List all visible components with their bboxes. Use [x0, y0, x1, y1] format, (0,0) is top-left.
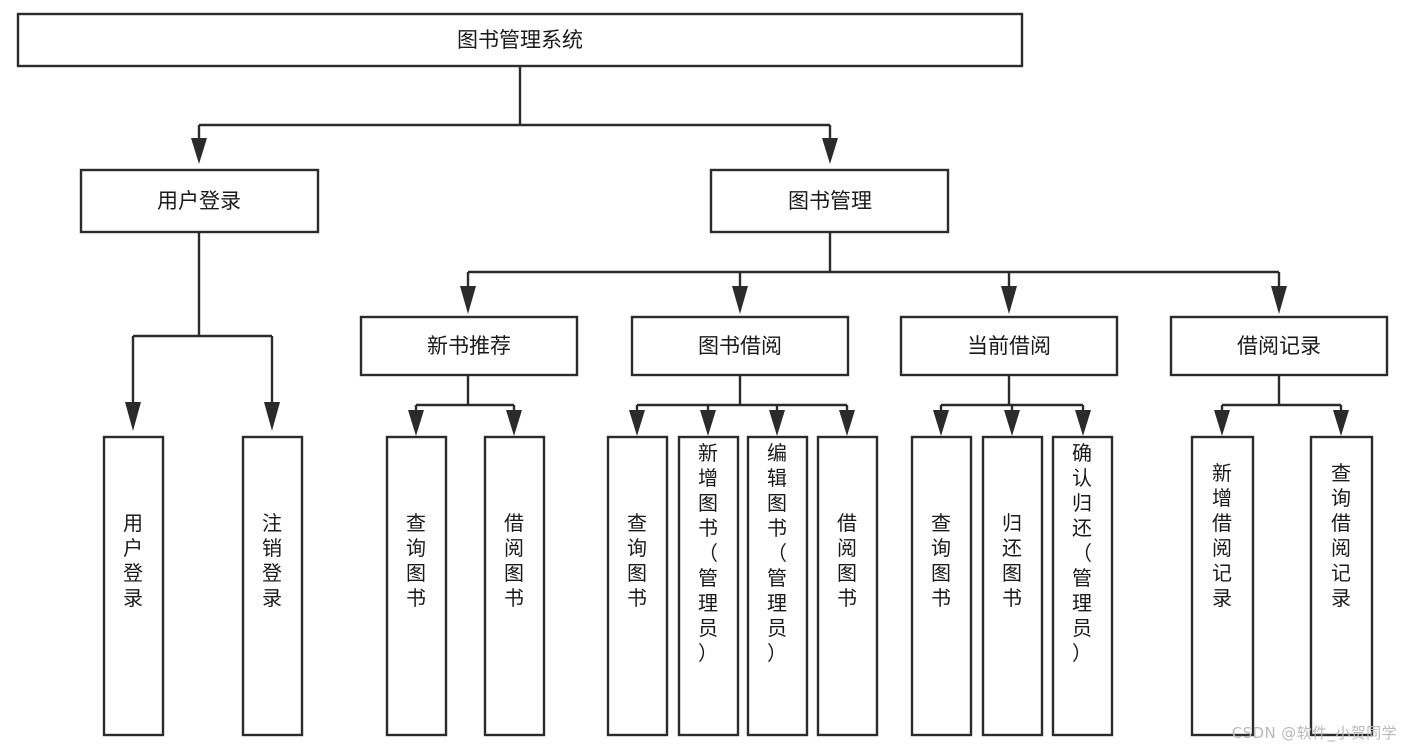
leaf-node-confirm-return-admin-label: 确认归还（管理员）	[1072, 441, 1092, 665]
leaf-node-add-record[interactable]: 新增借阅记录	[1190, 435, 1255, 737]
node-borrow-record[interactable]: 借阅记录	[1169, 315, 1389, 377]
arrow-borrow-leaf-1-icon	[629, 410, 645, 436]
leaf-node-confirm-return-admin-box[interactable]	[1051, 435, 1114, 737]
node-new-book-recommend-label: 新书推荐	[427, 334, 511, 358]
leaf-node-borrow-book-box[interactable]	[816, 435, 879, 737]
arrow-bookmgmt-child-1-icon	[460, 286, 476, 314]
node-root-system-box[interactable]	[16, 12, 1024, 68]
arrow-login-leaf-2-icon	[264, 402, 280, 431]
arrow-record-leaf-1-icon	[1214, 410, 1230, 436]
arrow-bookmgmt-child-2-icon	[732, 286, 748, 314]
node-root-system[interactable]: 图书管理系统	[16, 12, 1024, 68]
leaf-node-newbook-borrow-box[interactable]	[483, 435, 546, 737]
connector-group-book-borrow	[629, 375, 855, 436]
arrow-bookmgmt-child-3-icon	[1001, 286, 1017, 314]
node-borrow-record-box[interactable]	[1169, 315, 1389, 377]
leaf-node-logout-box[interactable]	[241, 435, 304, 737]
connector-group-user-login	[125, 232, 280, 431]
leaf-node-query-record-label: 查询借阅记录	[1331, 461, 1351, 610]
leaf-node-current-query-label: 查询图书	[931, 511, 951, 610]
node-borrow-record-label: 借阅记录	[1237, 334, 1321, 358]
arrow-root-to-bookmgmt-icon	[822, 138, 838, 164]
leaf-node-user-login[interactable]: 用户登录	[102, 435, 165, 737]
leaf-node-return-book[interactable]: 归还图书	[981, 435, 1044, 737]
leaf-node-add-book-admin[interactable]: 新增图书（管理员）	[677, 435, 740, 737]
node-root-system-label: 图书管理系统	[457, 28, 583, 52]
leaf-node-edit-book-admin[interactable]: 编辑图书（管理员）	[746, 435, 809, 737]
arrow-current-leaf-3-icon	[1075, 410, 1091, 436]
arrow-root-to-login-icon	[191, 138, 207, 164]
leaf-node-add-record-label: 新增借阅记录	[1212, 461, 1232, 610]
node-current-borrow[interactable]: 当前借阅	[899, 315, 1119, 377]
node-new-book-recommend-box[interactable]	[359, 315, 579, 377]
leaf-node-confirm-return-admin[interactable]: 确认归还（管理员）	[1051, 435, 1114, 737]
leaf-node-user-login-box[interactable]	[102, 435, 165, 737]
leaf-node-query-record-box[interactable]	[1309, 435, 1374, 737]
node-new-book-recommend[interactable]: 新书推荐	[359, 315, 579, 377]
arrow-login-leaf-1-icon	[125, 402, 141, 431]
leaf-node-add-book-admin-label: 新增图书（管理员）	[698, 441, 718, 665]
leaf-node-newbook-query-label: 查询图书	[406, 511, 426, 610]
leaf-node-current-query-box[interactable]	[910, 435, 973, 737]
node-user-login-label: 用户登录	[157, 189, 241, 213]
leaf-node-add-record-box[interactable]	[1190, 435, 1255, 737]
leaf-node-borrow-book[interactable]: 借阅图书	[816, 435, 879, 737]
leaf-node-borrow-book-label: 借阅图书	[837, 511, 857, 610]
connector-group-borrow-record	[1214, 375, 1349, 436]
leaf-node-logout[interactable]: 注销登录	[241, 435, 304, 737]
node-book-management[interactable]: 图书管理	[709, 168, 950, 234]
node-current-borrow-label: 当前借阅	[967, 334, 1051, 358]
connector-group-root	[191, 66, 838, 164]
node-user-login[interactable]: 用户登录	[79, 168, 320, 234]
leaf-node-newbook-query[interactable]: 查询图书	[385, 435, 448, 737]
leaf-node-borrow-query[interactable]: 查询图书	[606, 435, 669, 737]
leaf-node-edit-book-admin-box[interactable]	[746, 435, 809, 737]
leaf-node-borrow-query-box[interactable]	[606, 435, 669, 737]
node-book-borrow[interactable]: 图书借阅	[630, 315, 850, 377]
leaf-node-newbook-query-box[interactable]	[385, 435, 448, 737]
leaf-node-return-book-box[interactable]	[981, 435, 1044, 737]
node-current-borrow-box[interactable]	[899, 315, 1119, 377]
arrow-current-leaf-1-icon	[933, 410, 949, 436]
leaf-node-borrow-query-label: 查询图书	[627, 511, 647, 610]
leaf-node-newbook-borrow-label: 借阅图书	[504, 511, 524, 610]
node-user-login-box[interactable]	[79, 168, 320, 234]
leaf-node-add-book-admin-box[interactable]	[677, 435, 740, 737]
node-book-borrow-box[interactable]	[630, 315, 850, 377]
connector-group-current-borrow	[933, 375, 1091, 436]
leaf-node-edit-book-admin-label: 编辑图书（管理员）	[767, 441, 787, 665]
arrow-current-leaf-2-icon	[1004, 410, 1020, 436]
arrow-newbook-leaf-2-icon	[506, 410, 522, 436]
connector-group-new-book-recommend	[408, 375, 522, 436]
arrow-bookmgmt-child-4-icon	[1271, 286, 1287, 314]
connector-group-book-management	[460, 232, 1287, 314]
arrow-borrow-leaf-4-icon	[839, 410, 855, 436]
node-book-management-box[interactable]	[709, 168, 950, 234]
leaf-node-newbook-borrow[interactable]: 借阅图书	[483, 435, 546, 737]
node-book-borrow-label: 图书借阅	[698, 334, 782, 358]
leaf-node-return-book-label: 归还图书	[1002, 511, 1022, 610]
arrow-borrow-leaf-2-icon	[700, 410, 716, 436]
arrow-borrow-leaf-3-icon	[769, 410, 785, 436]
leaf-node-current-query[interactable]: 查询图书	[910, 435, 973, 737]
leaf-node-user-login-label: 用户登录	[123, 511, 143, 610]
leaf-node-query-record[interactable]: 查询借阅记录	[1309, 435, 1374, 737]
arrow-record-leaf-2-icon	[1333, 410, 1349, 436]
node-book-management-label: 图书管理	[788, 189, 872, 213]
leaf-node-logout-label: 注销登录	[262, 511, 282, 610]
arrow-newbook-leaf-1-icon	[408, 410, 424, 436]
